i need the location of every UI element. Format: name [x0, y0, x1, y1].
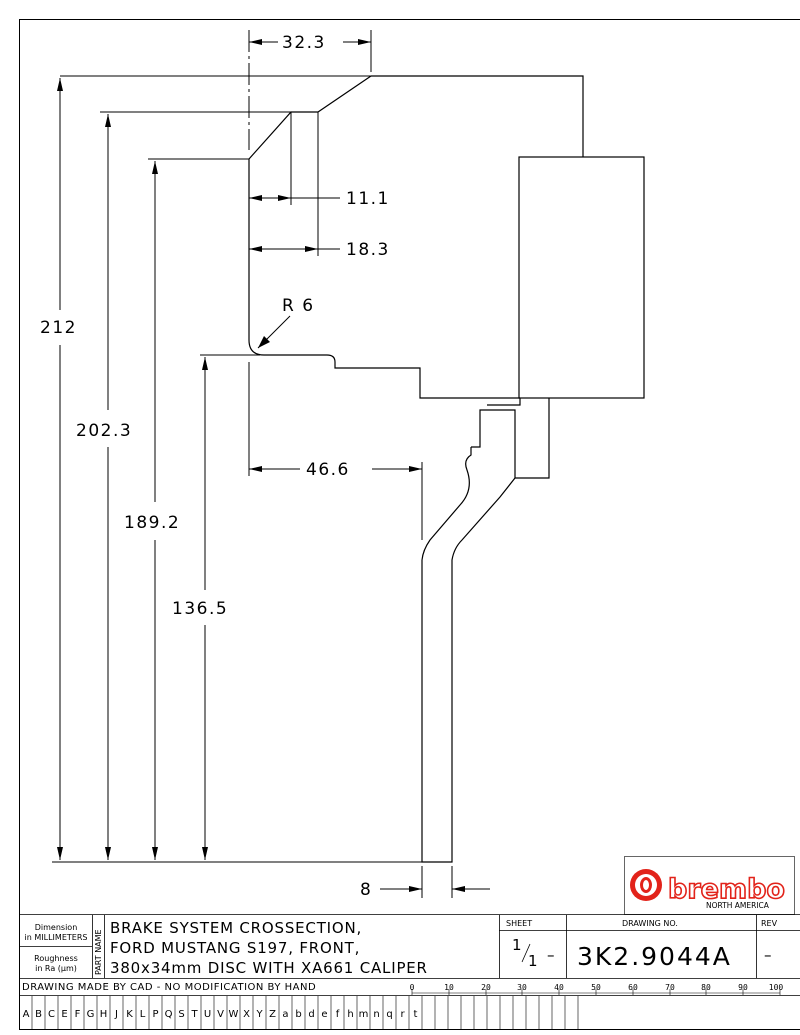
- brembo-subtitle: NORTH AMERICA: [706, 901, 770, 910]
- drawing-number: 3K2.9044A: [577, 942, 732, 971]
- scale-tick: 0: [410, 983, 415, 992]
- scale-ruler: [411, 989, 781, 995]
- dim-height-3: 189.2: [124, 513, 180, 533]
- grid-letter: K: [126, 1009, 133, 1020]
- scale-tick: 80: [701, 983, 711, 992]
- brembo-emblem-icon: [630, 869, 662, 901]
- title-line-3: 380x34mm DISC WITH XA661 CALIPER: [110, 959, 428, 977]
- part-name-label: PART NAME: [94, 929, 103, 975]
- grid-letter: d: [308, 1009, 314, 1020]
- grid-letter: f: [336, 1009, 340, 1020]
- dim-height-2: 202.3: [76, 421, 132, 441]
- grid-letter: a: [282, 1009, 288, 1020]
- grid-letter: m: [359, 1009, 369, 1020]
- scale-tick: 100: [769, 983, 784, 992]
- grid-letter: t: [414, 1009, 418, 1020]
- brembo-logo: brembo NORTH AMERICA: [624, 856, 795, 915]
- scale-tick: 40: [554, 983, 564, 992]
- cad-note: DRAWING MADE BY CAD - NO MODIFICATION BY…: [22, 982, 316, 993]
- title-line-2: FORD MUSTANG S197, FRONT,: [110, 939, 360, 957]
- dim-offset: 46.6: [306, 460, 350, 480]
- scale-tick: 60: [628, 983, 638, 992]
- rev-label: REV: [761, 919, 778, 928]
- grid-letter: e: [321, 1009, 327, 1020]
- dim-chamfer-outer: 18.3: [346, 240, 390, 260]
- sheet-border: [19, 19, 800, 1030]
- grid-letter: Y: [255, 1009, 263, 1020]
- brembo-wordmark: brembo: [668, 874, 785, 905]
- dim-radius: R 6: [282, 296, 315, 316]
- roughness-label: Roughness: [34, 954, 78, 963]
- grid-letter: Z: [269, 1009, 276, 1020]
- dimension-unit-label: in MILLIMETERS: [25, 933, 88, 942]
- dimension-lines: [52, 30, 490, 898]
- title-line-1: BRAKE SYSTEM CROSSECTION,: [110, 919, 362, 937]
- grid-letter: L: [140, 1009, 146, 1020]
- grid-letter: T: [190, 1009, 198, 1020]
- grid-letter: G: [87, 1009, 95, 1020]
- grid-letter: r: [400, 1009, 405, 1020]
- scale-tick: 70: [665, 983, 675, 992]
- grid-letter: A: [23, 1009, 30, 1020]
- grid-letter: W: [229, 1009, 239, 1020]
- grid-letter: X: [243, 1009, 250, 1020]
- grid-letter: b: [295, 1009, 301, 1020]
- grid-letter: B: [35, 1009, 42, 1020]
- sheet-number: 1: [512, 936, 522, 954]
- grid-letter: E: [61, 1009, 67, 1020]
- rev-value: –: [764, 946, 772, 964]
- part-outline: [248, 75, 645, 863]
- grid-letters: A B C E F G H J K L P Q S T U V W X Y Z …: [23, 1009, 418, 1020]
- scale-labels: 0 10 20 30 40 50 60 70 80 90 100: [410, 983, 784, 992]
- scale-tick: 30: [517, 983, 527, 992]
- sheet-label: SHEET: [506, 919, 532, 928]
- grid-letter: n: [373, 1009, 379, 1020]
- grid-letter: U: [204, 1009, 211, 1020]
- dim-height-4: 136.5: [172, 599, 228, 619]
- grid-letter: J: [114, 1009, 118, 1020]
- dimension-arrows: [57, 39, 465, 892]
- scale-tick: 90: [738, 983, 748, 992]
- dim-thickness: 8: [360, 880, 372, 900]
- grid-letter: V: [217, 1009, 224, 1020]
- scale-tick: 50: [591, 983, 601, 992]
- drawing-no-label: DRAWING NO.: [622, 919, 678, 928]
- grid-letter: C: [48, 1009, 55, 1020]
- dim-height-total: 212: [40, 318, 77, 338]
- dimension-label: Dimension: [35, 923, 78, 932]
- grid-letter: Q: [165, 1009, 173, 1020]
- grid-letter: h: [347, 1009, 353, 1020]
- title-block: [20, 914, 800, 1030]
- sheet-dash: –: [547, 946, 555, 964]
- roughness-unit-label: in Ra (µm): [35, 964, 77, 973]
- dim-top-width: 32.3: [282, 33, 326, 53]
- scale-tick: 10: [444, 983, 454, 992]
- dim-chamfer-inner: 11.1: [346, 189, 390, 209]
- scale-tick: 20: [481, 983, 491, 992]
- grid-dividers: [31, 996, 579, 1030]
- grid-letter: H: [100, 1009, 108, 1020]
- sheet-total: 1: [528, 952, 538, 970]
- grid-letter: P: [152, 1009, 158, 1020]
- grid-letter: F: [75, 1009, 81, 1020]
- grid-letter: S: [178, 1009, 184, 1020]
- grid-letter: q: [386, 1009, 392, 1020]
